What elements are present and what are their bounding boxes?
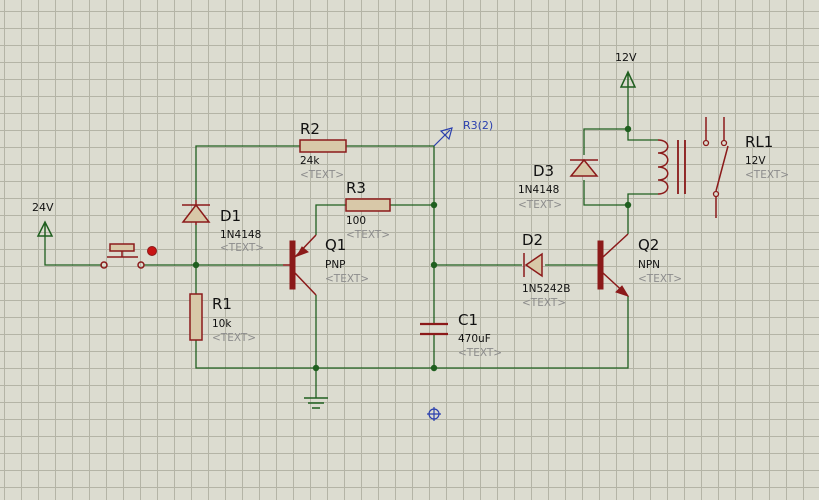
junction-dot xyxy=(624,201,632,209)
junction-dot xyxy=(312,364,320,372)
rl1-name: RL1 xyxy=(745,133,773,151)
wire-r1-to-ground[interactable] xyxy=(195,296,629,369)
power-label-12v: 12V xyxy=(615,51,637,64)
junction-dot xyxy=(192,261,200,269)
transistor-q1[interactable]: Q1 PNP <TEXT> xyxy=(283,234,369,296)
voltage-probe[interactable]: R3(2) xyxy=(433,119,493,147)
d3-value: 1N4148 xyxy=(518,184,559,196)
capacitor-c1[interactable]: C1 470uF <TEXT> xyxy=(420,311,502,359)
junctions xyxy=(192,125,632,372)
junction-dot xyxy=(430,364,438,372)
wire-d1-to-r2[interactable] xyxy=(195,145,300,200)
wire-coil-top[interactable] xyxy=(627,129,658,141)
r1-value: 10k xyxy=(212,318,232,330)
wire-d3-top[interactable] xyxy=(583,128,628,155)
power-terminal-24v[interactable]: 24V xyxy=(32,201,54,237)
wire-24v-input[interactable] xyxy=(44,236,102,266)
ground-symbol[interactable] xyxy=(304,397,328,409)
rl1-placeholder: <TEXT> xyxy=(745,169,789,181)
r2-value: 24k xyxy=(300,155,320,167)
d1-name: D1 xyxy=(220,207,241,225)
d2-placeholder: <TEXT> xyxy=(522,297,566,309)
diode-d3[interactable]: D3 1N4148 <TEXT> xyxy=(518,158,599,211)
probe-label: R3(2) xyxy=(463,119,493,132)
power-terminal-12v[interactable]: 12V xyxy=(615,51,637,88)
r2-name: R2 xyxy=(300,120,320,138)
wire-d3-bottom[interactable] xyxy=(583,180,628,206)
junction-dot xyxy=(430,261,438,269)
resistor-r3[interactable]: R3 100 <TEXT> xyxy=(345,179,391,241)
q2-name: Q2 xyxy=(638,236,659,254)
c1-value: 470uF xyxy=(458,333,491,345)
power-label-24v: 24V xyxy=(32,201,54,214)
diode-d2[interactable]: D2 1N5242B <TEXT> xyxy=(522,231,570,309)
d1-placeholder: <TEXT> xyxy=(220,242,264,254)
origin-marker-icon xyxy=(427,407,441,421)
d3-name: D3 xyxy=(533,162,554,180)
r3-placeholder: <TEXT> xyxy=(346,229,390,241)
d3-placeholder: <TEXT> xyxy=(518,199,562,211)
c1-placeholder: <TEXT> xyxy=(458,347,502,359)
r1-name: R1 xyxy=(212,295,232,313)
transistor-q2[interactable]: Q2 NPN <TEXT> xyxy=(597,233,682,297)
q1-placeholder: <TEXT> xyxy=(325,273,369,285)
q2-value: NPN xyxy=(638,259,660,271)
junction-dot xyxy=(430,201,438,209)
push-button-switch[interactable] xyxy=(100,243,157,269)
wires xyxy=(44,87,658,398)
d2-name: D2 xyxy=(522,231,543,249)
c1-name: C1 xyxy=(458,311,478,329)
resistor-r1[interactable]: R1 10k <TEXT> xyxy=(189,293,256,344)
wire-coil-bottom[interactable] xyxy=(627,193,658,205)
rl1-value: 12V xyxy=(745,155,766,167)
r3-value: 100 xyxy=(346,215,366,227)
q1-name: Q1 xyxy=(325,236,346,254)
wire-q1-emitter-to-r3[interactable] xyxy=(315,204,346,235)
resistor-r2[interactable]: R2 24k <TEXT> xyxy=(299,120,347,181)
d2-value: 1N5242B xyxy=(522,283,570,295)
q1-value: PNP xyxy=(325,259,346,271)
relay-rl1[interactable]: RL1 12V <TEXT> xyxy=(657,117,789,218)
r2-placeholder: <TEXT> xyxy=(300,169,344,181)
r3-name: R3 xyxy=(346,179,366,197)
junction-dot xyxy=(624,125,632,133)
r1-placeholder: <TEXT> xyxy=(212,332,256,344)
diode-d1[interactable]: D1 1N4148 <TEXT> xyxy=(181,200,264,254)
d1-value: 1N4148 xyxy=(220,229,261,241)
q2-placeholder: <TEXT> xyxy=(638,273,682,285)
